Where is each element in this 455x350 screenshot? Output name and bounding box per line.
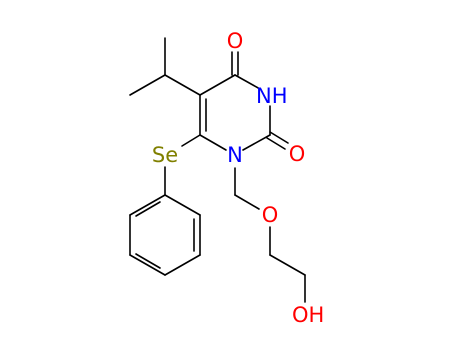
bond-ph4 [129,254,166,276]
atom-hydroxyl: OH [292,303,324,327]
bond-ph-inner3 [135,201,161,217]
bond-ph3 [164,254,201,276]
bond-ch2-o [234,194,260,210]
atom-oxygen-ether: O [262,203,279,227]
bond-c4-n3 [234,74,261,90]
atom-selenium: Se [152,143,178,167]
atom-oxygen-carbonyl-2: O [289,142,306,166]
bond-n1-c6 [199,134,227,151]
atom-oxygen-carbonyl-4: O [227,29,244,53]
bonds [129,37,306,303]
atom-nitrogen-1: N [227,143,243,167]
bond-c2-n1 [242,134,271,151]
bond-c2-o-a [269,131,289,144]
bond-c2-o-b [266,137,286,150]
atom-nh: NH [256,84,288,108]
bond-isopropyl-ring [164,74,201,96]
bond-c5-c4 [199,74,236,96]
atom-labels: O NH O N Se O OH [152,29,324,327]
bond-ch2-ch2 [269,254,306,276]
bond-c6-se [181,134,201,147]
bond-ph1 [164,194,201,216]
bond-ph-inner2 [135,253,161,269]
bond-methyl-left [129,74,166,96]
bond-ph6 [129,194,166,216]
